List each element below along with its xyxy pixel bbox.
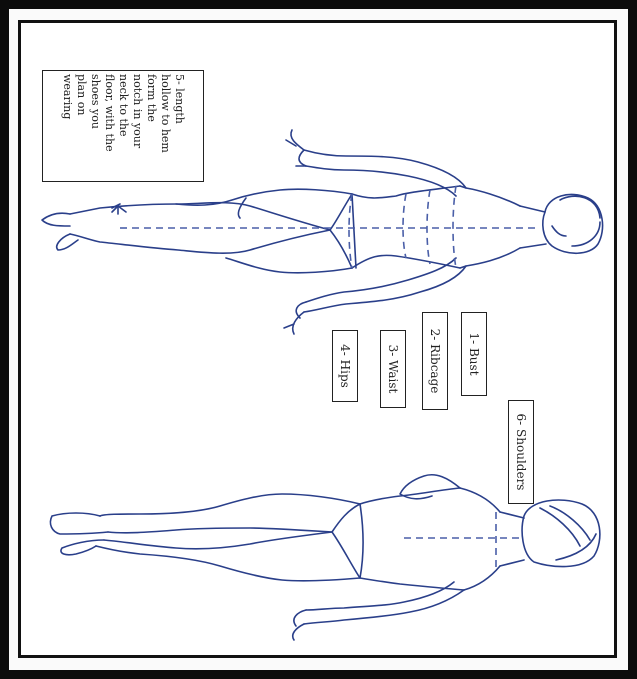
label-shoulders-text: 6- Shoulders [514, 414, 528, 491]
label-shoulders: 6- Shoulders [508, 400, 534, 504]
back-underwear [332, 504, 363, 578]
front-underwear [330, 194, 356, 268]
ribcage-line [427, 190, 430, 264]
front-foot-top [42, 206, 118, 226]
label-hips: 4- Hips [332, 330, 358, 402]
back-foot-top [50, 513, 108, 534]
front-hand-top [286, 130, 306, 166]
label-length: 5- length hollow to hem form the notch i… [42, 70, 204, 182]
back-hand-bottom [293, 610, 306, 640]
back-shoulders [460, 488, 500, 590]
front-torso [460, 186, 520, 268]
label-ribcage: 2- Ribcage [422, 312, 448, 410]
label-bust-text: 1- Bust [467, 332, 481, 375]
label-hips-text: 4- Hips [338, 344, 352, 388]
front-leg-top [70, 203, 330, 230]
hips-line [349, 194, 352, 268]
bust-line [453, 186, 456, 268]
front-hand-bottom [284, 302, 306, 334]
back-foot-bottom [61, 540, 104, 555]
label-bust: 1- Bust [461, 312, 487, 396]
back-head [522, 500, 600, 567]
waist-line [403, 194, 406, 258]
front-foot-bottom [57, 234, 78, 250]
front-hair [552, 196, 600, 246]
label-waist-text: 3- Waist [386, 345, 400, 394]
label-waist: 3- Waist [380, 330, 406, 408]
label-ribcage-text: 2- Ribcage [428, 329, 442, 394]
label-length-text: 5- length hollow to hem form the notch i… [60, 74, 186, 178]
back-leg-top [100, 494, 360, 516]
front-arm-bottom [304, 266, 466, 312]
